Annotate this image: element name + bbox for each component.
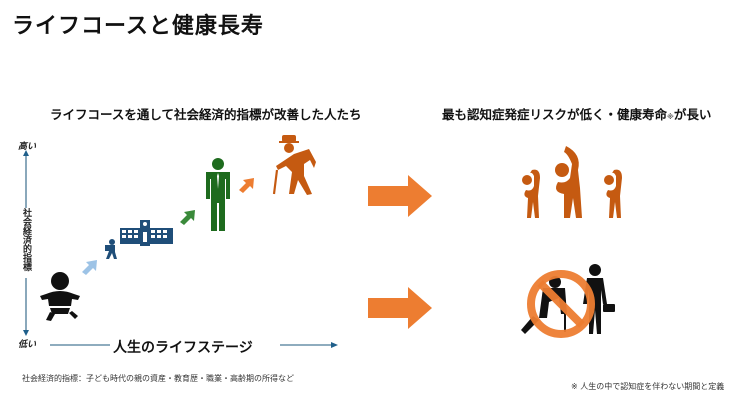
y-axis-low-label: 低い xyxy=(18,340,37,350)
y-axis-title: 社会経済的指標 xyxy=(21,208,31,271)
left-panel-subtitle: ライフコースを通して社会経済的指標が改善した人たち xyxy=(50,107,362,122)
right-subtitle-note-mark: ※ xyxy=(667,113,674,121)
step-arrow-icon xyxy=(82,260,97,275)
elderly-with-cane-icon xyxy=(272,135,316,195)
transition-arrow-top xyxy=(368,175,432,217)
right-subtitle-main: 最も認知症発症リスクが低く・健康寿命 xyxy=(442,107,668,122)
y-axis-arrows xyxy=(23,150,29,336)
footnote-left: 社会経済的指標：子ども時代の親の資産・教育歴・職業・高齢期の所得など xyxy=(22,374,294,383)
footnote-right: ※ 人生の中で認知症を伴わない期間と定義 xyxy=(571,382,725,391)
step-arrow-icon xyxy=(180,210,195,225)
transition-arrow-bottom xyxy=(368,287,432,329)
student-school-icon xyxy=(105,220,173,259)
page-title: ライフコースと健康長寿 xyxy=(12,14,264,39)
baby-icon xyxy=(40,272,80,321)
businessman-icon xyxy=(206,158,230,231)
x-axis-title: 人生のライフステージ xyxy=(113,340,253,356)
y-axis-high-label: 高い xyxy=(18,142,37,152)
step-arrow-icon xyxy=(239,178,254,193)
exercising-people-icon xyxy=(522,146,622,218)
x-axis-arrow xyxy=(50,342,338,348)
right-panel-subtitle: 最も認知症発症リスクが低く・健康寿命※が長い xyxy=(442,104,711,123)
right-subtitle-end: が長い xyxy=(673,107,712,122)
no-dementia-icon xyxy=(521,264,615,338)
